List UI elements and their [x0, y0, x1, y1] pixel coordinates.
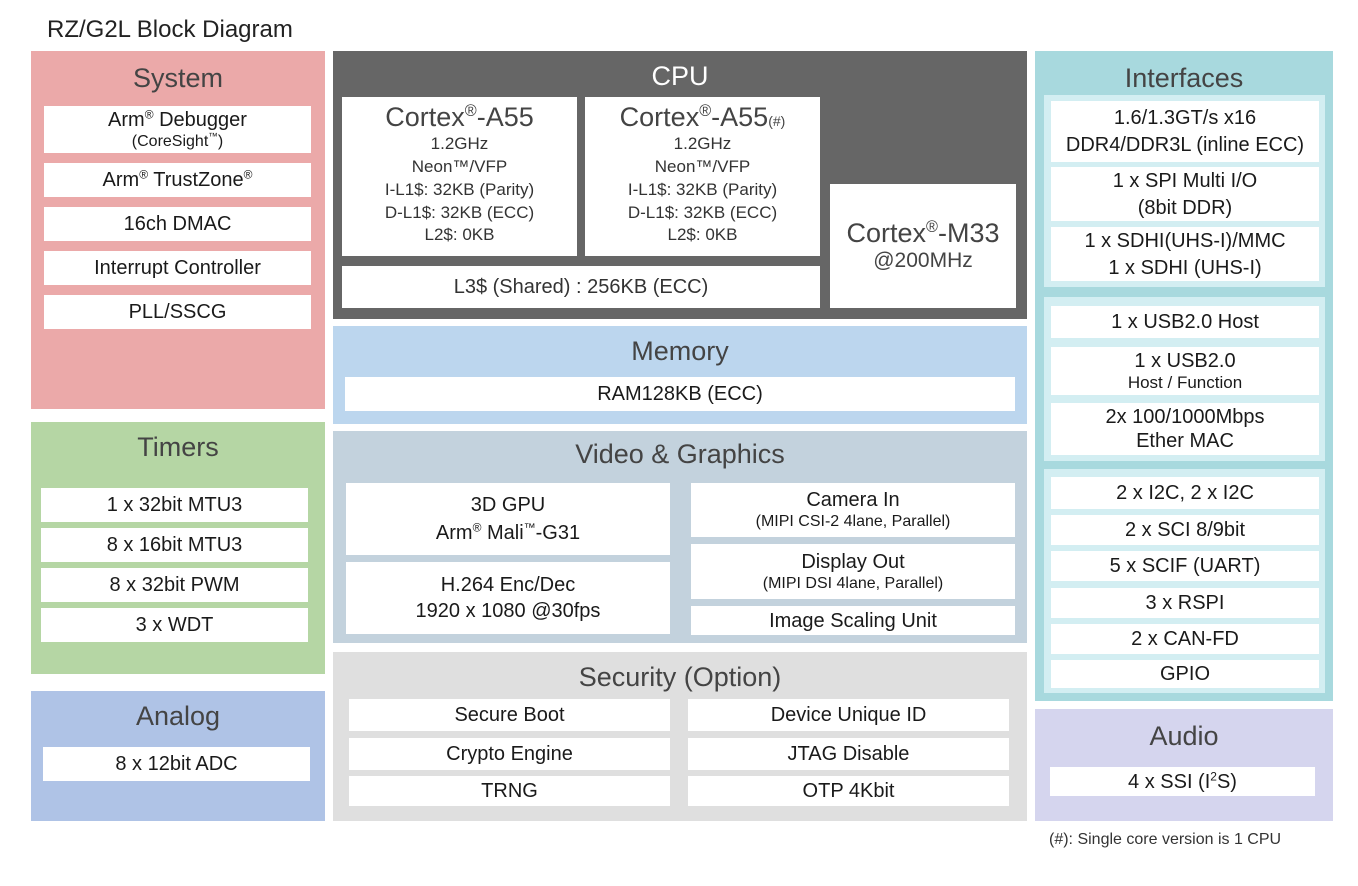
- h264-box: H.264 Enc/Dec 1920 x 1080 @30fps: [346, 562, 670, 634]
- interfaces-panel: Interfaces 1.6/1.3GT/s x16 DDR4/DDR3L (i…: [1035, 51, 1333, 701]
- timer-item: 1 x 32bit MTU3: [41, 488, 308, 522]
- otp-box: OTP 4Kbit: [688, 776, 1009, 806]
- ddr-box: 1.6/1.3GT/s x16 DDR4/DDR3L (inline ECC): [1051, 101, 1319, 162]
- cortex-a55-2-dl1: D-L1$: 32KB (ECC): [627, 202, 778, 222]
- cortex-a55-core-1: Cortex®-A55 1.2GHz Neon™/VFP I-L1$: 32KB…: [342, 97, 577, 256]
- usb-function-box: 1 x USB2.0 Host / Function: [1051, 347, 1319, 395]
- cortex-a55-2-neon: Neon™/VFP: [654, 156, 751, 176]
- cortex-a55-1-name: Cortex®-A55: [385, 102, 534, 132]
- system-title: System: [132, 63, 224, 93]
- camera-in-line2: (MIPI CSI-2 4lane, Parallel): [755, 513, 951, 531]
- diagram-title: RZ/G2L Block Diagram: [47, 16, 293, 43]
- rspi-box: 3 x RSPI: [1051, 588, 1319, 618]
- ssi-box: 4 x SSI (I2S): [1050, 767, 1315, 796]
- h264-line1: H.264 Enc/Dec: [440, 574, 576, 596]
- interfaces-title: Interfaces: [1124, 63, 1244, 93]
- security-panel: Security (Option) Secure Boot Crypto Eng…: [333, 652, 1027, 821]
- sci-box: 2 x SCI 8/9bit: [1051, 515, 1319, 545]
- jtag-disable-box: JTAG Disable: [688, 738, 1009, 770]
- system-panel: System Arm® Debugger (CoreSight™) Arm® T…: [31, 51, 325, 409]
- camera-in-line1: Camera In: [806, 489, 900, 512]
- ether-mac-line1: 2x 100/1000Mbps: [1105, 406, 1265, 428]
- cortex-a55-2-l2: L2$: 0KB: [667, 225, 738, 245]
- pll-sscg-box: PLL/SSCG: [44, 295, 311, 329]
- footnote: (#): Single core version is 1 CPU: [1049, 831, 1282, 848]
- timers-title: Timers: [137, 432, 219, 462]
- timer-item: 8 x 32bit PWM: [41, 568, 308, 602]
- ether-mac-line2: Ether MAC: [1136, 430, 1234, 452]
- cortex-a55-2-name: Cortex®-A55(#): [619, 102, 786, 132]
- h264-line2: 1920 x 1080 @30fps: [415, 600, 601, 622]
- cortex-a55-2-il1: I-L1$: 32KB (Parity): [627, 179, 778, 199]
- i2c-box: 2 x I2C, 2 x I2C: [1051, 477, 1319, 509]
- timers-panel: Timers 1 x 32bit MTU3 8 x 16bit MTU3 8 x…: [31, 422, 325, 674]
- sdhi-line1: 1 x SDHI(UHS-I)/MMC: [1084, 229, 1286, 252]
- memory-panel: Memory RAM128KB (ECC): [333, 326, 1027, 424]
- arm-debugger-label: Arm® Debugger: [108, 107, 247, 131]
- ether-mac-box: 2x 100/1000Mbps Ether MAC: [1051, 403, 1319, 455]
- can-fd-box: 2 x CAN-FD: [1051, 624, 1319, 654]
- display-out-line2: (MIPI DSI 4lane, Parallel): [762, 574, 944, 592]
- cortex-m33-name: Cortex®-M33: [846, 217, 1000, 248]
- cortex-a55-1-l2: L2$: 0KB: [424, 225, 495, 245]
- gpu-box: 3D GPU Arm® Mali™-G31: [346, 483, 670, 555]
- timer-item: 3 x WDT: [41, 608, 308, 642]
- usb-host-box: 1 x USB2.0 Host: [1051, 306, 1319, 338]
- l3-cache-box: L3$ (Shared) : 256KB (ECC): [342, 266, 820, 308]
- arm-debugger-box: Arm® Debugger (CoreSight™): [44, 106, 311, 153]
- cortex-a55-1-neon: Neon™/VFP: [411, 156, 508, 176]
- cortex-a55-core-2: Cortex®-A55(#) 1.2GHz Neon™/VFP I-L1$: 3…: [585, 97, 820, 256]
- ddr-line1: 1.6/1.3GT/s x16: [1113, 107, 1257, 129]
- secure-boot-box: Secure Boot: [349, 699, 670, 731]
- trustzone-label: Arm® TrustZone®: [102, 167, 253, 191]
- analog-title: Analog: [135, 701, 221, 731]
- analog-panel: Analog 8 x 12bit ADC: [31, 691, 325, 821]
- trng-box: TRNG: [349, 776, 670, 806]
- ram-box: RAM128KB (ECC): [345, 377, 1015, 411]
- cortex-m33-freq: @200MHz: [873, 249, 973, 273]
- video-graphics-title: Video & Graphics: [575, 439, 785, 469]
- gpu-line1: 3D GPU: [470, 494, 546, 516]
- coresight-label: (CoreSight™): [131, 131, 224, 150]
- interrupt-controller-box: Interrupt Controller: [44, 251, 311, 285]
- camera-in-box: Camera In (MIPI CSI-2 4lane, Parallel): [691, 483, 1015, 537]
- sdhi-line2: 1 x SDHI (UHS-I): [1108, 256, 1262, 279]
- video-graphics-panel: Video & Graphics 3D GPU Arm® Mali™-G31 H…: [333, 431, 1027, 643]
- image-scaling-box: Image Scaling Unit: [691, 606, 1015, 635]
- sdhi-box: 1 x SDHI(UHS-I)/MMC 1 x SDHI (UHS-I): [1051, 227, 1319, 281]
- cortex-m33-box: Cortex®-M33 @200MHz: [830, 184, 1016, 308]
- cortex-a55-1-dl1: D-L1$: 32KB (ECC): [384, 202, 535, 222]
- usb-function-line1: 1 x USB2.0: [1134, 349, 1236, 372]
- adc-box: 8 x 12bit ADC: [43, 747, 310, 781]
- cortex-a55-1-freq: 1.2GHz: [430, 133, 489, 153]
- gpu-line2: Arm® Mali™-G31: [435, 520, 581, 544]
- cortex-a55-1-il1: I-L1$: 32KB (Parity): [384, 179, 535, 199]
- scif-box: 5 x SCIF (UART): [1051, 551, 1319, 581]
- display-out-box: Display Out (MIPI DSI 4lane, Parallel): [691, 544, 1015, 599]
- ssi-label: 4 x SSI (I2S): [1128, 768, 1237, 793]
- spi-box: 1 x SPI Multi I/O (8bit DDR): [1051, 167, 1319, 221]
- device-unique-id-box: Device Unique ID: [688, 699, 1009, 731]
- crypto-engine-box: Crypto Engine: [349, 738, 670, 770]
- spi-line1: 1 x SPI Multi I/O: [1112, 169, 1258, 192]
- cortex-a55-2-freq: 1.2GHz: [673, 133, 732, 153]
- security-title: Security (Option): [578, 662, 782, 692]
- usb-function-line2: Host / Function: [1127, 372, 1243, 392]
- timer-item: 8 x 16bit MTU3: [41, 528, 308, 562]
- audio-title: Audio: [1149, 721, 1219, 751]
- trustzone-box: Arm® TrustZone®: [44, 163, 311, 197]
- cpu-panel: CPU Cortex®-A55 1.2GHz Neon™/VFP I-L1$: …: [333, 51, 1027, 319]
- cpu-title: CPU: [651, 61, 709, 91]
- ddr-line2: DDR4/DDR3L (inline ECC): [1065, 134, 1305, 156]
- spi-line2: (8bit DDR): [1137, 196, 1233, 219]
- gpio-box: GPIO: [1051, 660, 1319, 688]
- display-out-line1: Display Out: [801, 550, 905, 573]
- memory-title: Memory: [631, 336, 729, 366]
- audio-panel: Audio 4 x SSI (I2S): [1035, 709, 1333, 821]
- dmac-box: 16ch DMAC: [44, 207, 311, 241]
